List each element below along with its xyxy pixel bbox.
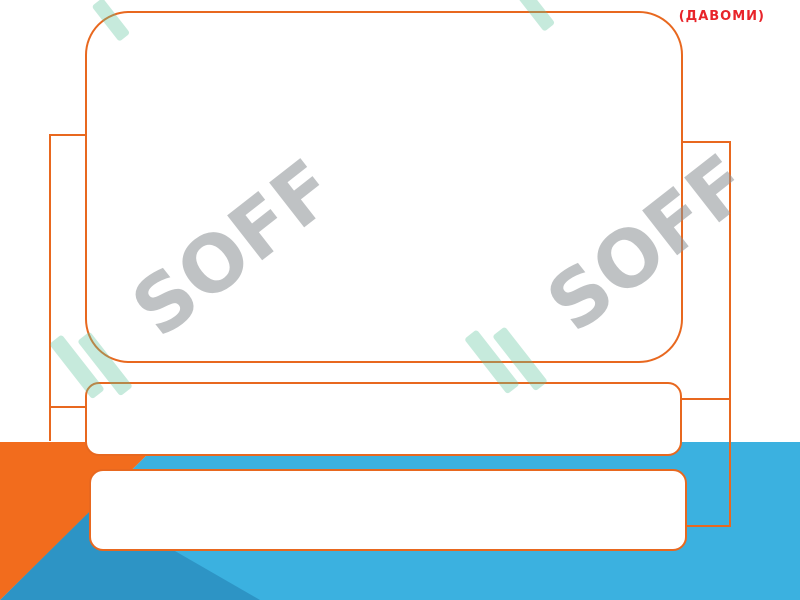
- right-bracket: [683, 141, 731, 527]
- main-content-box: [85, 11, 683, 363]
- dark-blue-shade: [0, 505, 260, 600]
- bottom-content-box: [89, 469, 687, 551]
- continued-label: (ДАВОМИ): [678, 9, 765, 24]
- left-bracket: [49, 134, 85, 441]
- middle-content-box: [85, 382, 682, 456]
